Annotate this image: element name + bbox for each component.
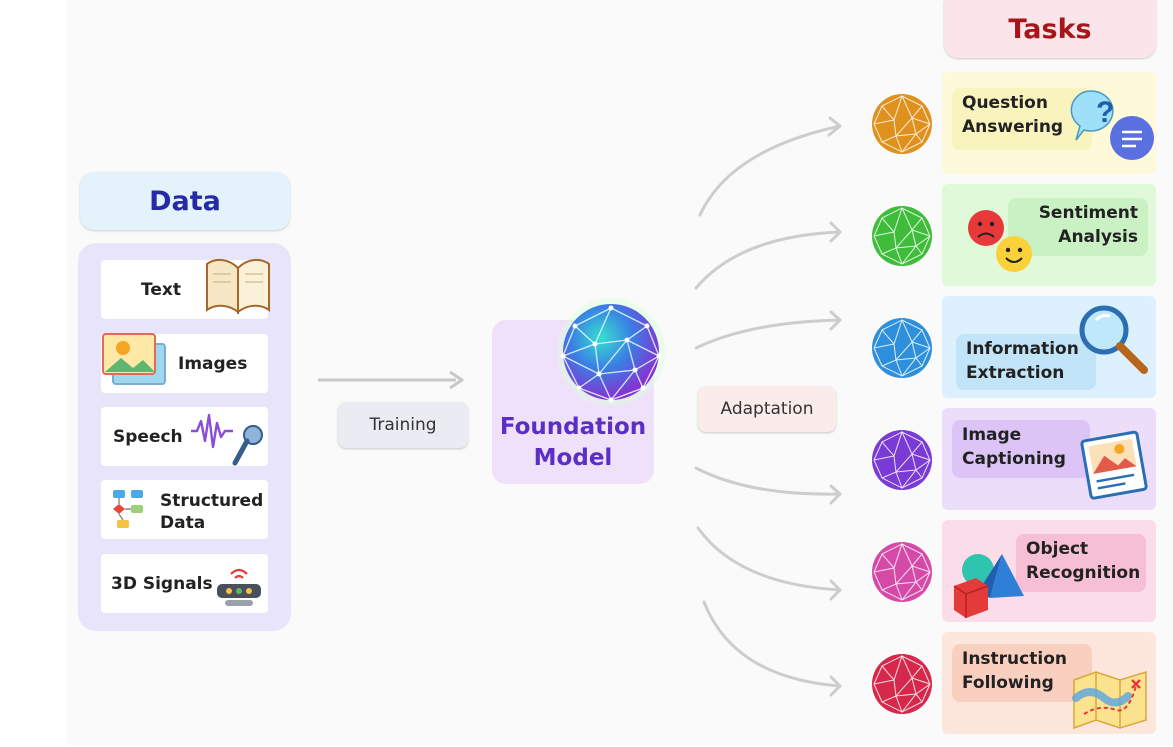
task-label: Instruction Following	[952, 644, 1092, 702]
training-label: Training	[338, 402, 468, 448]
data-item-text: Text	[101, 258, 270, 319]
task-label: Question Answering	[952, 88, 1092, 150]
arrow-to-sentiment-analysis	[694, 230, 842, 290]
data-header: Data	[80, 172, 290, 230]
magnifier-icon	[1079, 305, 1148, 374]
sphere-question-answering	[872, 94, 932, 154]
task-image-captioning: Image Captioning	[942, 408, 1156, 510]
foundation-model-label: Foundation Model	[499, 414, 647, 471]
neural-sphere-icon	[557, 298, 665, 406]
arrow-to-instruction-following	[702, 600, 842, 688]
data-item-label: Structured Data	[160, 491, 264, 533]
data-item-label: Speech	[113, 426, 183, 447]
open-book-icon	[206, 258, 270, 315]
3d-shapes-icon	[953, 554, 1024, 618]
sensor-icon	[217, 568, 261, 606]
arrow-to-image-captioning	[694, 466, 842, 496]
task-object-recognition: Object Recognition	[942, 520, 1156, 622]
training-arrow	[318, 370, 464, 390]
picture-card-icon	[1080, 430, 1148, 500]
task-label: Information Extraction	[956, 334, 1096, 390]
task-label: Image Captioning	[952, 420, 1090, 478]
tasks-header: Tasks	[944, 0, 1156, 58]
data-item-label: 3D Signals	[111, 573, 213, 594]
adaptation-arrows	[694, 116, 842, 697]
data-item-speech: Speech	[101, 407, 268, 466]
treasure-map-icon	[1072, 670, 1147, 730]
task-information-extraction: Information Extraction	[942, 296, 1156, 398]
task-sentiment-analysis: Sentiment Analysis	[942, 184, 1156, 286]
data-item-images: Images	[101, 333, 268, 393]
task-question-answering: Question Answering ?	[942, 72, 1156, 174]
question-chat-icon: ?	[1070, 90, 1154, 160]
sphere-sentiment-analysis	[872, 206, 932, 266]
emoji-faces-icon	[968, 210, 1032, 272]
data-item-3d-signals: 3D Signals	[101, 554, 268, 613]
microphone-wave-icon	[191, 413, 263, 466]
flowchart-icon	[113, 490, 143, 528]
sphere-instruction-following	[872, 654, 932, 714]
arrow-to-object-recognition	[696, 526, 842, 592]
sphere-information-extraction	[872, 318, 932, 378]
photos-icon	[102, 333, 166, 385]
sphere-object-recognition	[872, 542, 932, 602]
data-item-label: Images	[178, 353, 248, 374]
task-instruction-following: Instruction Following	[942, 632, 1156, 734]
task-label: Sentiment Analysis	[1008, 198, 1148, 256]
task-label: Object Recognition	[1016, 534, 1146, 592]
svg-text:?: ?	[1096, 96, 1114, 129]
task-spheres	[872, 94, 932, 714]
adaptation-label: Adaptation	[698, 386, 836, 432]
arrow-to-information-extraction	[694, 318, 842, 350]
data-item-structured-data: Structured Data	[101, 480, 268, 539]
arrow-to-question-answering	[698, 124, 842, 217]
sphere-image-captioning	[872, 430, 932, 490]
data-item-label: Text	[141, 279, 181, 300]
